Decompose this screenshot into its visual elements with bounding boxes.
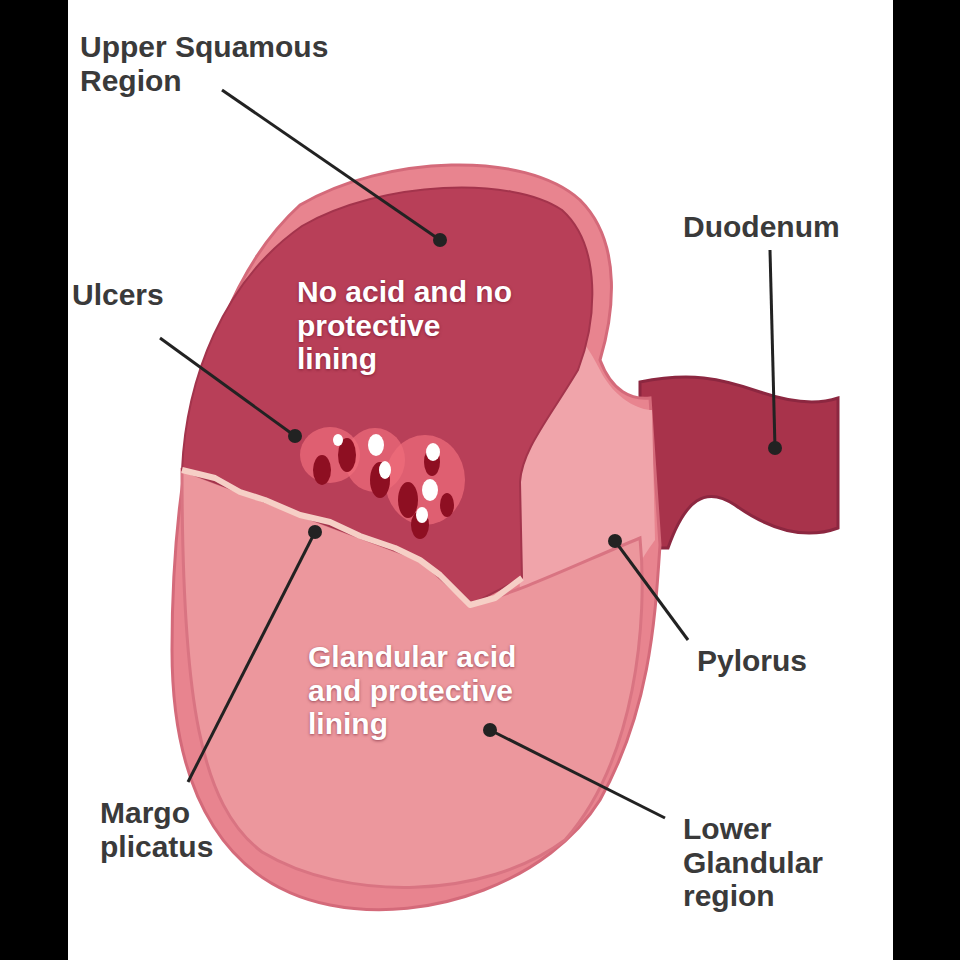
margo-band xyxy=(182,470,522,605)
stomach-wall xyxy=(172,165,660,910)
ulcers xyxy=(300,427,465,539)
side-bar xyxy=(893,0,960,960)
region-label: Upper Squamous Region xyxy=(80,30,370,97)
duodenum xyxy=(640,377,838,548)
side-bar xyxy=(0,0,68,960)
squamous-region xyxy=(182,188,592,605)
part-label: Ulcers xyxy=(72,278,192,312)
part-label: Margo plicatus xyxy=(100,796,270,863)
region-note: No acid and no protective lining xyxy=(297,275,512,376)
leader-lines xyxy=(160,90,775,818)
region-label: Lower Glandular region xyxy=(683,812,883,913)
region-note: Glandular acid and protective lining xyxy=(308,640,563,741)
part-label: Pylorus xyxy=(697,644,877,678)
part-label: Duodenum xyxy=(683,210,893,244)
